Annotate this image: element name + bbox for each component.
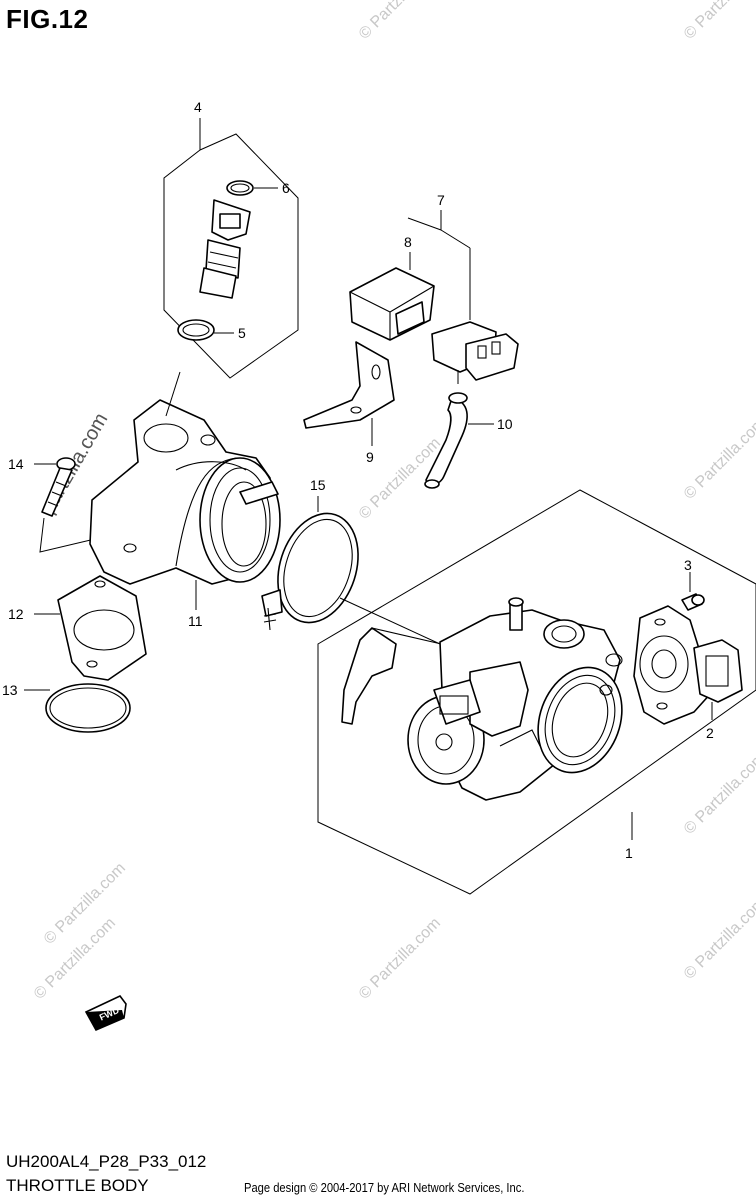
vacuum-hose-10: 10 (424, 392, 513, 489)
fuel-injector (199, 199, 251, 299)
copyright-notice: Page design © 2004-2017 by ARI Network S… (244, 1180, 525, 1195)
callout-5: 5 (238, 325, 246, 341)
watermark: © Partzilla.com (31, 915, 119, 1003)
throttle-position-sensor-2: 2 (633, 605, 743, 741)
watermark: © Partzilla.com (681, 415, 756, 503)
watermark: © Partzilla.com (356, 0, 444, 43)
callout-13: 13 (2, 682, 18, 698)
callout-6: 6 (282, 180, 290, 196)
callout-1: 1 (625, 845, 633, 861)
callout-14: 14 (8, 456, 24, 472)
throttle-body-1 (341, 597, 623, 801)
callout-4: 4 (194, 99, 202, 115)
callout-15: 15 (310, 477, 326, 493)
watermark: © Partzilla.com (356, 915, 444, 1003)
sensor-cover-8 (349, 267, 435, 341)
hose-clamp-15: 15 (261, 477, 441, 645)
sensor-kit-group: 7 8 (404, 192, 471, 320)
o-ring-6: 6 (226, 180, 290, 196)
throttle-body-group: 1 (317, 489, 756, 895)
figure-title: FIG.12 (6, 4, 89, 34)
watermark: © Partzilla.com (681, 750, 756, 838)
gasket-12: 12 (8, 575, 147, 681)
injector-kit-group: 4 (163, 99, 299, 379)
watermark: © Partzilla.com (681, 0, 756, 43)
figure-name: THROTTLE BODY (6, 1176, 149, 1195)
bracket-9: 9 (303, 341, 395, 465)
screw-3: 3 (681, 557, 705, 611)
intake-pipe-11: 11 (89, 371, 281, 629)
o-ring-5: 5 (177, 319, 246, 341)
watermark: © Partzilla.com (681, 895, 756, 983)
callout-2: 2 (706, 725, 714, 741)
callout-3: 3 (684, 557, 692, 573)
watermark: © Partzilla.com (41, 860, 129, 948)
callout-10: 10 (497, 416, 513, 432)
map-sensor (431, 321, 519, 384)
fwd-direction-badge: FWD (84, 994, 127, 1032)
callout-9: 9 (366, 449, 374, 465)
callout-12: 12 (8, 606, 24, 622)
callout-7: 7 (437, 192, 445, 208)
figure-code: UH200AL4_P28_P33_012 (6, 1152, 207, 1171)
o-ring-13: 13 (2, 682, 131, 733)
callout-11: 11 (188, 613, 203, 629)
callout-8: 8 (404, 234, 412, 250)
